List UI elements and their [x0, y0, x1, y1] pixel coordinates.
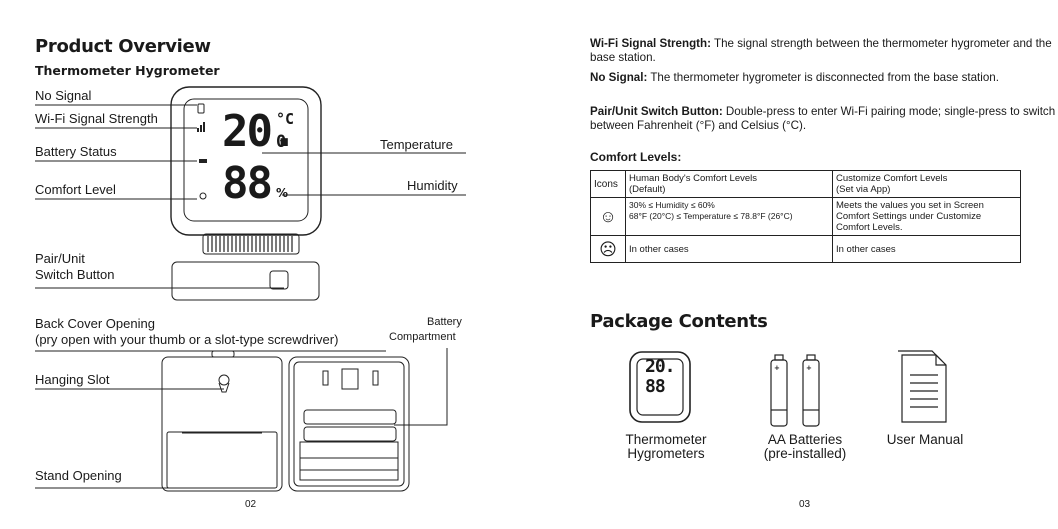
- label-pair-unit-1: Pair/Unit: [35, 251, 85, 266]
- package-item-thermometer: Thermometer Hygrometers: [614, 432, 718, 461]
- label-comfort-level: Comfort Level: [35, 182, 116, 197]
- label-no-signal: No Signal: [35, 88, 92, 103]
- label-pair-unit-2: Switch Button: [35, 267, 115, 282]
- page-number-right: 03: [799, 499, 811, 510]
- label-stand-opening: Stand Opening: [35, 468, 122, 483]
- table-header-default: Human Body's Comfort Levels (Default): [625, 170, 833, 198]
- section-subtitle: Thermometer Hygrometer: [35, 63, 220, 78]
- lcd-temp-decimal: 0: [276, 132, 287, 152]
- table-header-customize-line1: Customize Comfort Levels: [836, 173, 948, 184]
- table-header-customize: Customize Comfort Levels (Set via App): [832, 170, 1021, 198]
- lcd-humidity: 88: [222, 158, 273, 209]
- table-cell-other-default: In other cases: [625, 235, 833, 263]
- label-humidity: Humidity: [407, 178, 458, 193]
- label-battery-compartment-2: Compartment: [389, 331, 456, 343]
- lcd-temp-unit: °C: [276, 110, 295, 128]
- package-item-manual: User Manual: [886, 432, 964, 447]
- label-temperature: Temperature: [380, 137, 453, 152]
- desc-no-signal: No Signal: The thermometer hygrometer is…: [590, 71, 1058, 85]
- desc-pair-button-term: Pair/Unit Switch Button:: [590, 105, 723, 118]
- table-cell-custom-line2: Comfort Settings under Customize: [836, 211, 982, 222]
- label-battery-status: Battery Status: [35, 144, 117, 159]
- label-back-cover-note: (pry open with your thumb or a slot-type…: [35, 332, 339, 347]
- table-cell-humidity-range: 30% ≤ Humidity ≤ 60%: [629, 200, 715, 210]
- table-cell-temperature-range: 68°F (20°C) ≤ Temperature ≤ 78.8°F (26°C…: [629, 211, 793, 221]
- product-diagram: [35, 86, 466, 492]
- package-item-batteries: AA Batteries (pre-installed): [745, 432, 865, 461]
- table-header-default-line2: (Default): [629, 184, 666, 195]
- desc-no-signal-term: No Signal:: [590, 71, 648, 84]
- package-item-thermometer-line1: Thermometer: [625, 432, 707, 447]
- table-row: ☹ In other cases In other cases: [590, 235, 1021, 263]
- label-back-cover: Back Cover Opening: [35, 316, 155, 331]
- lcd-temperature: 20.: [222, 106, 297, 157]
- page-title: Product Overview: [35, 36, 211, 57]
- mini-lcd-temperature: 20.: [645, 356, 675, 377]
- table-cell-custom-line3: Comfort Levels.: [836, 222, 903, 233]
- table-cell-custom-line1: Meets the values you set in Screen: [836, 200, 984, 211]
- desc-no-signal-text: The thermometer hygrometer is disconnect…: [647, 71, 999, 84]
- lcd-humidity-unit: %: [276, 186, 289, 200]
- comfort-table: Icons Human Body's Comfort Levels (Defau…: [590, 170, 1021, 263]
- svg-text:+: +: [806, 364, 812, 372]
- desc-pair-button-text: Double-press to enter Wi-Fi pairing mode…: [590, 105, 1056, 132]
- mini-lcd-humidity: 88: [645, 376, 666, 397]
- desc-pair-button: Pair/Unit Switch Button: Double-press to…: [590, 105, 1058, 133]
- desc-wifi-strength-text: The signal strength between the thermome…: [590, 37, 1052, 64]
- desc-wifi-strength-term: Wi-Fi Signal Strength:: [590, 37, 711, 50]
- label-wifi-strength: Wi-Fi Signal Strength: [35, 111, 158, 126]
- table-cell-other-custom: In other cases: [832, 235, 1021, 263]
- neutral-face-icon: ☹: [590, 235, 626, 263]
- package-item-batteries-line1: AA Batteries: [767, 432, 843, 447]
- table-header-icons: Icons: [590, 170, 626, 198]
- package-icons: ++: [629, 350, 947, 427]
- table-cell-comfort-default: 30% ≤ Humidity ≤ 60% 68°F (20°C) ≤ Tempe…: [625, 197, 833, 236]
- package-contents-heading: Package Contents: [590, 311, 768, 332]
- package-item-batteries-line2: (pre-installed): [763, 446, 847, 461]
- page-number-left: 02: [245, 499, 257, 510]
- smile-face-icon: ☺: [590, 197, 626, 236]
- table-row: ☺ 30% ≤ Humidity ≤ 60% 68°F (20°C) ≤ Tem…: [590, 197, 1021, 236]
- svg-text:+: +: [774, 364, 780, 372]
- table-header-customize-line2: (Set via App): [836, 184, 891, 195]
- label-battery-compartment-1: Battery: [427, 316, 462, 328]
- table-cell-comfort-custom: Meets the values you set in Screen Comfo…: [832, 197, 1021, 236]
- comfort-levels-heading: Comfort Levels:: [590, 150, 682, 164]
- label-hanging-slot: Hanging Slot: [35, 372, 110, 387]
- package-item-thermometer-line2: Hygrometers: [627, 446, 705, 461]
- table-header-default-line1: Human Body's Comfort Levels: [629, 173, 758, 184]
- desc-wifi-strength: Wi-Fi Signal Strength: The signal streng…: [590, 37, 1058, 65]
- table-row: Icons Human Body's Comfort Levels (Defau…: [590, 170, 1021, 198]
